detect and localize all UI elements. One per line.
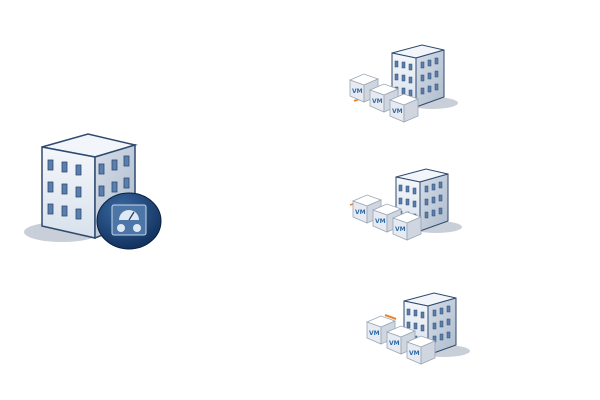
vm-label: VM: [409, 350, 420, 357]
vm-box-icon: VM: [372, 203, 402, 233]
vm-box-icon: VM: [349, 73, 379, 103]
datacenter-2: VM VM VM: [349, 168, 463, 241]
vm-box-icon: VM: [406, 335, 436, 365]
vm-box-icon: VM: [369, 83, 399, 113]
datacenter-1: VM VM VM: [349, 44, 459, 123]
vm-label: VM: [392, 108, 403, 115]
vm-label: VM: [372, 98, 383, 105]
main-site-building-icon: [24, 133, 138, 242]
dashboard-badge-icon: [96, 192, 162, 250]
vm-label: VM: [389, 340, 400, 347]
vm-label: VM: [375, 218, 386, 225]
vm-box-icon: VM: [392, 211, 422, 241]
vm-box-icon: VM: [389, 93, 419, 123]
vm-box-icon: VM: [366, 315, 396, 345]
vm-label: VM: [352, 88, 363, 95]
datacenter-3: VM VM VM: [366, 292, 471, 365]
vm-label: VM: [355, 209, 366, 216]
vm-label: VM: [395, 226, 406, 233]
vm-label: VM: [369, 330, 380, 337]
vm-box-icon: VM: [352, 194, 382, 224]
vm-box-icon: VM: [386, 325, 416, 355]
connector-icon: [384, 314, 397, 320]
